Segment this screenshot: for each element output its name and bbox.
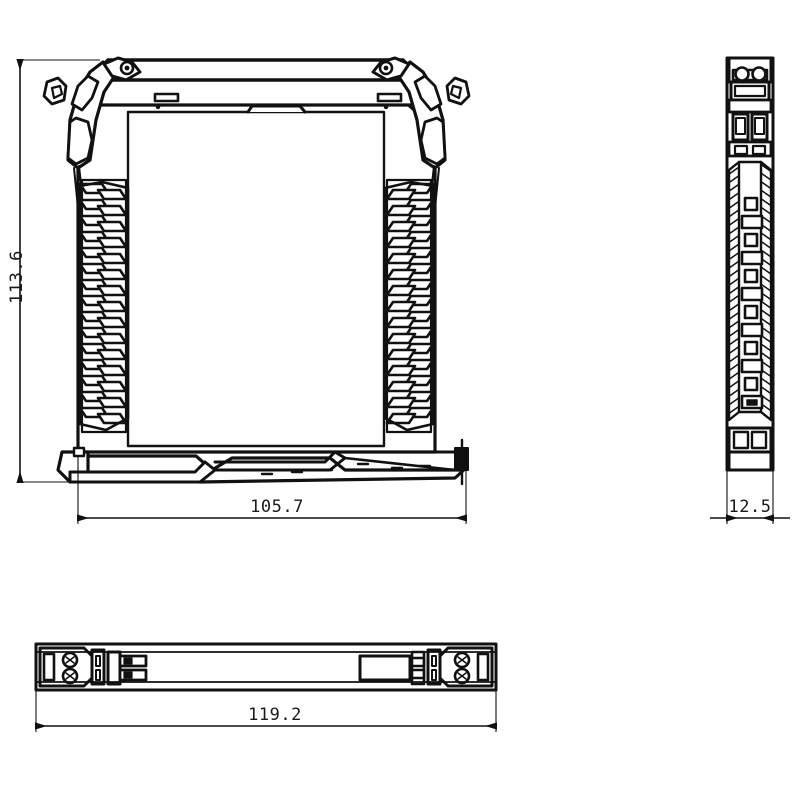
bottom-view-dimensions [35,690,497,732]
dimension-label-height: 113.6 [7,250,27,304]
dimension-thickness-12-5 [710,452,790,524]
front-right-latch [371,56,471,229]
front-left-vent-bank [78,178,130,434]
vent-slot-column-right-inner [385,188,417,425]
side-view [725,56,775,472]
side-top-connector-block [727,56,773,158]
side-hatched-flanks [727,160,773,422]
bottom-left-connector [38,646,148,688]
dimension-length-119-2 [35,690,497,732]
front-body-outline [76,58,437,454]
side-bottom-connector-block [727,426,773,472]
side-indicator-strip [740,196,764,410]
dimension-label-thickness: 12.5 [729,497,772,517]
side-view-dimensions [710,452,790,524]
dimension-width-105-7 [77,452,467,524]
dimension-label-length: 119.2 [248,705,302,725]
vent-slot-column-left-inner [96,188,128,425]
bottom-right-connector [410,646,494,688]
front-right-vent-bank [383,178,435,434]
front-view-dimensions [16,59,467,524]
dimension-label-width: 105.7 [250,497,304,517]
front-view [42,56,471,486]
dimension-height-113-6 [16,59,100,483]
bottom-centre-window [358,654,426,682]
bottom-view [34,642,498,692]
